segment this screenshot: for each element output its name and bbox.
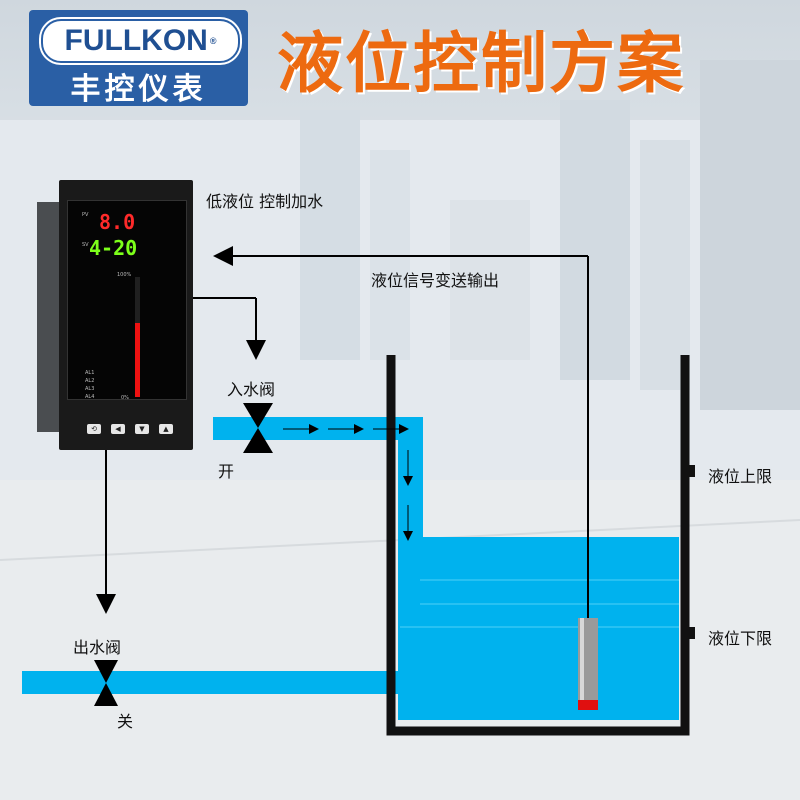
alarm-label: AL1	[85, 370, 95, 376]
down-button[interactable]: ▼	[135, 424, 149, 434]
controller-side	[37, 202, 61, 432]
inlet-drop-pipe	[398, 417, 423, 537]
alarm-label: AL4	[85, 394, 95, 400]
page-title: 液位控制方案	[277, 25, 685, 102]
pv-display: 8.0	[99, 210, 136, 234]
upper-limit-label: 液位上限	[708, 467, 773, 486]
pv-tag: PV	[82, 212, 89, 218]
sv-tag: SV	[82, 242, 89, 248]
inlet-state-label: 开	[218, 462, 235, 481]
alarm-label: AL3	[85, 386, 95, 392]
outlet-valve-icon[interactable]	[94, 660, 118, 706]
alarm-label: AL2	[85, 378, 95, 384]
brand-wordmark: FULLKON®	[41, 19, 240, 63]
outlet-pipe	[22, 671, 398, 694]
bar-top-label: 100%	[117, 272, 132, 278]
level-bar-fill	[135, 323, 140, 397]
bar-bottom-label: 0%	[121, 395, 129, 401]
outlet-state-label: 关	[117, 712, 134, 731]
tank-water	[398, 537, 679, 720]
left-button[interactable]: ◀	[111, 424, 125, 434]
up-button[interactable]: ▲	[159, 424, 173, 434]
sv-display: 4-20	[89, 236, 138, 260]
lower-limit-label: 液位下限	[708, 629, 773, 648]
brand-logo: FULLKON® 丰控仪表	[29, 10, 248, 107]
return-button[interactable]: ⟲	[87, 424, 101, 434]
lower-limit-mark	[685, 627, 695, 639]
level-sensor	[578, 612, 598, 710]
transmit-label: 液位信号变送输出	[371, 271, 500, 290]
outlet-valve-label: 出水阀	[73, 638, 122, 657]
tank-wall	[386, 355, 690, 736]
inlet-valve-icon[interactable]	[243, 403, 273, 453]
controller-screen	[67, 200, 187, 400]
inlet-valve-label: 入水阀	[227, 380, 276, 399]
low-level-label: 低液位 控制加水	[206, 192, 324, 211]
brand-subtitle: 丰控仪表	[70, 72, 207, 107]
upper-limit-mark	[685, 465, 695, 477]
level-controller: PV SV 8.0 4-20 100% 0% AL1 AL2 AL3 AL4 ⟲…	[37, 180, 193, 450]
